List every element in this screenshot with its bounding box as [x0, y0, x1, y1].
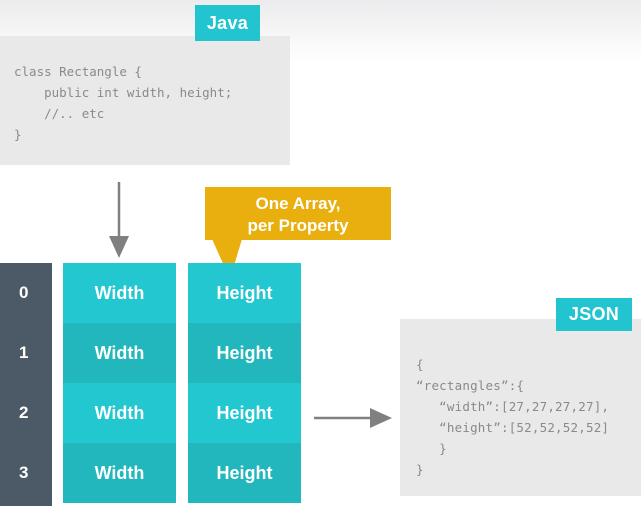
json-code-text: { “rectangles”:{ “width”:[27,27,27,27], …	[416, 356, 610, 477]
width-array-column: Width Width Width Width	[63, 263, 176, 506]
json-badge-label: JSON	[568, 304, 620, 324]
table-row: 1	[19, 343, 29, 362]
java-badge-label: Java	[206, 12, 249, 33]
json-badge: JSON	[556, 298, 632, 331]
table-row: Width	[63, 383, 176, 443]
table-row: 2	[19, 403, 29, 422]
index-column: 0 1 2 3	[0, 263, 52, 506]
table-row: Width	[63, 263, 176, 323]
class-to-arrays-arrow	[109, 182, 129, 258]
table-row: Height	[188, 323, 301, 383]
callout-line-2: per Property	[247, 215, 349, 235]
one-array-per-property-callout: One Array, per Property	[205, 187, 391, 240]
table-row: Width	[63, 443, 176, 503]
table-row: Height	[188, 383, 301, 443]
arrays-to-json-arrow	[314, 408, 392, 428]
json-code-panel: { “rectangles”:{ “width”:[27,27,27,27], …	[400, 319, 641, 496]
height-array-column: Height Height Height Height	[188, 263, 301, 506]
callout-tail-icon	[212, 239, 242, 279]
table-row: 3	[19, 463, 29, 482]
java-code-text: class Rectangle { public int width, heig…	[14, 63, 233, 142]
java-code-panel: class Rectangle { public int width, heig…	[0, 36, 290, 165]
callout-line-1: One Array,	[255, 193, 341, 213]
table-row: 0	[19, 283, 29, 302]
table-row: Height	[188, 263, 301, 323]
array-table: 0 1 2 3 Width Width Width Width Height H…	[0, 263, 301, 506]
table-row: Width	[63, 323, 176, 383]
java-badge: Java	[195, 5, 260, 41]
table-row: Height	[188, 443, 301, 503]
